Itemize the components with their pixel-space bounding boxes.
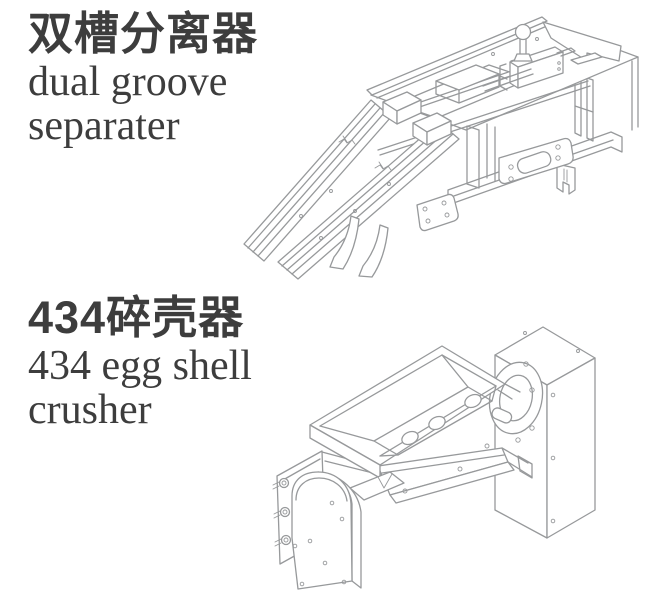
crusher-title-en-line1: 434 egg shell	[28, 343, 252, 389]
separator-title-zh: 双槽分离器	[28, 8, 259, 59]
crusher-chute	[377, 443, 533, 504]
mounting-bolt-icon	[274, 534, 292, 547]
mounting-bolt-icon	[273, 506, 291, 519]
crusher-hopper	[309, 345, 521, 479]
ball-knob-icon	[514, 23, 532, 41]
crusher-gear-housing	[291, 471, 405, 590]
crusher-flange	[488, 361, 544, 443]
egg-shapes	[401, 393, 482, 446]
dual-groove-separator-illustration	[243, 16, 639, 280]
separator-deck	[366, 16, 639, 156]
egg-clip-icon	[374, 161, 392, 171]
mounting-bolt-icon	[272, 477, 290, 490]
egg-shell-crusher-illustration	[272, 326, 596, 590]
separator-support-legs	[329, 215, 389, 278]
crusher-title-zh: 434碎壳器	[28, 292, 245, 343]
separator-label-block: 双槽分离器 dual groove separater	[28, 8, 258, 148]
separator-title-en-line2: separater	[28, 103, 180, 149]
separator-groove-chutes	[243, 91, 460, 280]
crusher-label-block: 434碎壳器 434 egg shell crusher	[28, 292, 252, 432]
egg-clip-icon	[338, 135, 356, 145]
separator-title-en-line1: dual groove	[28, 59, 228, 105]
separator-brackets	[416, 123, 574, 232]
separator-ball-lever	[482, 23, 576, 92]
crusher-title-en-line2: crusher	[28, 387, 152, 433]
